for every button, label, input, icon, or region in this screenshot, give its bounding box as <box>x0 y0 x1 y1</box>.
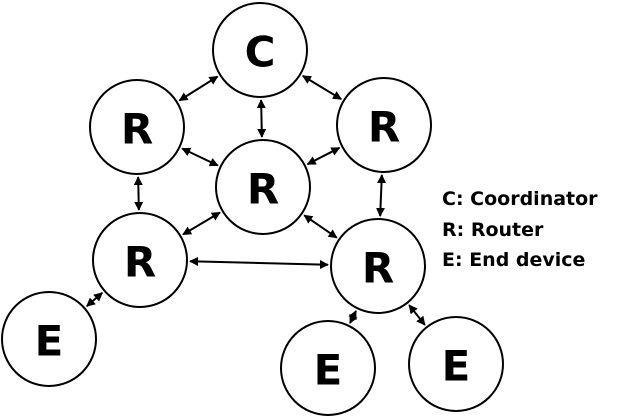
link-r5-e3 <box>408 304 426 326</box>
link-r5-e2 <box>348 310 358 324</box>
link-r1-r4 <box>133 176 144 211</box>
node-circle <box>336 77 432 173</box>
node-label: E <box>314 346 343 395</box>
legend-coordinator: C: Coordinator <box>442 188 598 210</box>
node-label: R <box>368 103 400 152</box>
node-circle <box>408 316 504 412</box>
links-layer <box>86 75 426 326</box>
node-label: R <box>247 165 279 214</box>
node-end-device: E <box>280 320 376 416</box>
node-circle <box>89 79 185 175</box>
link-r2-r5 <box>375 174 387 217</box>
node-circle <box>330 218 426 314</box>
node-router: R <box>330 218 426 314</box>
link-r4-r5 <box>189 256 329 270</box>
node-label: C <box>245 28 276 77</box>
node-label: R <box>121 105 153 154</box>
node-router: R <box>215 139 311 235</box>
node-circle <box>215 139 311 235</box>
legend-router: R: Router <box>442 219 544 241</box>
link-r3-r4 <box>182 211 221 236</box>
node-end-device: E <box>1 291 97 387</box>
node-label: E <box>35 317 64 366</box>
link-c1-r2 <box>302 75 342 100</box>
node-circle <box>1 291 97 387</box>
legend-end-device: E: End device <box>442 249 585 271</box>
node-router: R <box>336 77 432 173</box>
node-coordinator: C <box>212 2 308 98</box>
node-label: R <box>362 244 394 293</box>
link-r2-r3 <box>306 146 341 166</box>
link-r1-r3 <box>181 147 219 167</box>
link-c1-r3 <box>256 99 267 138</box>
node-router: R <box>89 79 185 175</box>
node-circle <box>280 320 376 416</box>
link-c1-r1 <box>178 75 219 102</box>
node-label: E <box>442 342 471 391</box>
node-circle <box>212 2 308 98</box>
node-label: R <box>124 238 156 287</box>
node-circle <box>92 212 188 308</box>
link-r4-e1 <box>86 292 103 307</box>
node-router: R <box>92 212 188 308</box>
legend: C: Coordinator R: Router E: End device <box>442 188 598 271</box>
link-r3-r5 <box>303 214 338 239</box>
node-end-device: E <box>408 316 504 412</box>
